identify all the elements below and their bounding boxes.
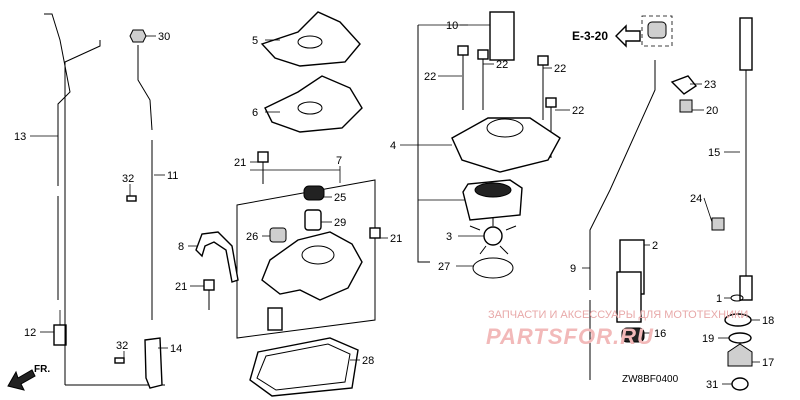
callout-22-b: 22: [496, 59, 508, 71]
callout-24: 24: [690, 193, 702, 205]
callout-20: 20: [706, 105, 718, 117]
clamp-23: [670, 75, 698, 95]
callout-21-right: 21: [390, 233, 402, 245]
assembly-box-7: [236, 166, 376, 339]
pin-32-upper: [126, 195, 137, 202]
callout-27: 27: [438, 261, 450, 273]
callout-19: 19: [702, 333, 714, 345]
housing-outlet: [267, 307, 283, 331]
pump-case-4: [451, 117, 561, 173]
callout-29: 29: [334, 217, 346, 229]
reference-arrow: [615, 24, 641, 48]
callout-18: 18: [762, 315, 774, 327]
callout-22-d: 22: [572, 105, 584, 117]
callout-17: 17: [762, 357, 774, 369]
gasket-27: [472, 257, 514, 279]
pinion-gear-17: [727, 343, 753, 367]
grommet-2-lower: [616, 271, 642, 323]
grommet-ref: [641, 15, 673, 47]
watermark-text: ЗАПЧАСТИ И АКСЕССУАРЫ ДЛЯ МОТОТЕХНИКИ: [488, 309, 748, 321]
gasket-28: [249, 337, 359, 397]
callout-16: 16: [654, 328, 666, 340]
callout-30: 30: [158, 31, 170, 43]
callout-2: 2: [652, 240, 658, 252]
water-pump-housing: [261, 231, 363, 301]
callout-6: 6: [252, 107, 258, 119]
rod-joint-12: [53, 324, 67, 346]
callout-14: 14: [170, 343, 182, 355]
pin-32-lower: [114, 357, 125, 364]
callout-9: 9: [570, 263, 576, 275]
watermark-logo: PARTSFOR.RU: [486, 324, 654, 349]
shift-rod-13: [44, 13, 71, 300]
callout-10: 10: [446, 20, 458, 32]
water-tube-9: [589, 60, 656, 290]
callout-31: 31: [706, 379, 718, 391]
callout-4: 4: [390, 140, 396, 152]
grommet-26: [269, 227, 287, 243]
bolt-21-top: [257, 151, 269, 184]
liner-10: [489, 11, 515, 61]
assembly-bracket-4: [417, 24, 468, 263]
callout-26: 26: [246, 231, 258, 243]
callout-25: 25: [334, 192, 346, 204]
callout-11: 11: [167, 170, 178, 182]
callout-32-upper: 32: [122, 173, 134, 185]
callout-15: 15: [708, 147, 720, 159]
callout-28: 28: [362, 355, 374, 367]
callout-22-a: 22: [424, 71, 436, 83]
rod-joint-14: [144, 337, 163, 389]
callout-8: 8: [178, 241, 184, 253]
callout-22-c: 22: [554, 63, 566, 75]
diagram-code: ZW8BF0400: [622, 374, 679, 385]
seal-16: [621, 327, 645, 343]
bolts-22: [457, 45, 557, 158]
leader-lines: [30, 24, 760, 385]
callout-12: 12: [24, 327, 36, 339]
nut-30: [129, 29, 147, 43]
callout-3: 3: [446, 231, 452, 243]
callout-23: 23: [704, 79, 716, 91]
seal-25: [303, 185, 325, 201]
bearing-19: [728, 332, 752, 344]
bolt-21-left: [203, 279, 215, 310]
impeller-3: [469, 217, 517, 255]
hose-8: [195, 231, 239, 283]
callout-13: 13: [14, 131, 26, 143]
front-direction-label: FR.: [34, 364, 50, 375]
bolt-20: [679, 99, 693, 113]
callout-1: 1: [716, 293, 722, 305]
clip-24: [711, 217, 725, 231]
bolt-21-right: [369, 227, 381, 260]
outline-box-left: [64, 40, 165, 386]
drive-shaft-15: [739, 17, 753, 301]
gasket-6: [264, 75, 363, 133]
shift-rod-11: [137, 45, 153, 320]
nut-31: [731, 377, 749, 391]
callout-21-top: 21: [234, 157, 246, 169]
bushing-29: [304, 209, 322, 231]
callout-7: 7: [336, 155, 342, 167]
front-direction-arrow: [7, 369, 36, 391]
plate-5: [260, 11, 361, 67]
reference-label: E-3-20: [572, 29, 608, 43]
callout-32-lower: 32: [116, 340, 128, 352]
callout-5: 5: [252, 35, 258, 47]
callout-21-left: 21: [175, 281, 187, 293]
